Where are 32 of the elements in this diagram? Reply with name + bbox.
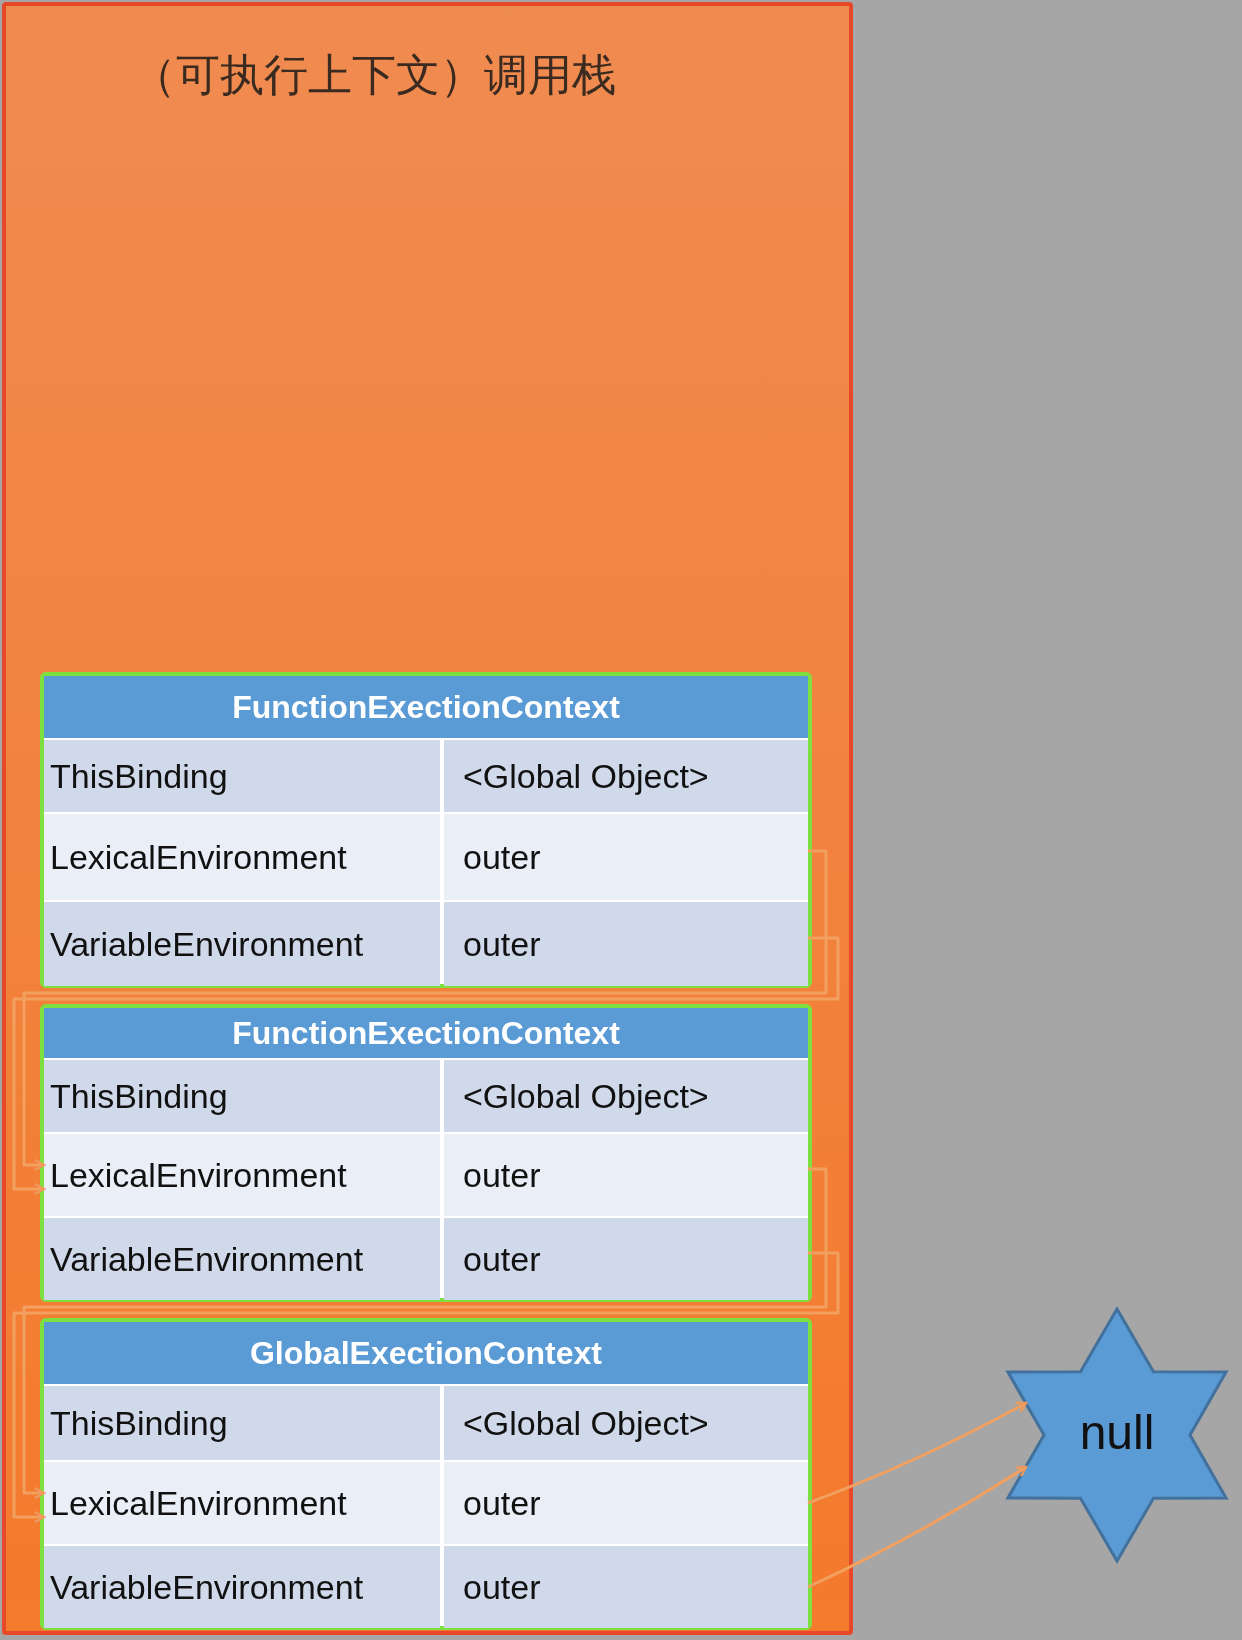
- table-cell: VariableEnvironment: [44, 902, 440, 986]
- context-table: [40, 1318, 812, 1630]
- table-cell: outer: [444, 1546, 808, 1628]
- table-cell: LexicalEnvironment: [44, 814, 440, 900]
- table-header: FunctionExectionContext: [44, 676, 808, 738]
- call-stack-panel: [2, 2, 853, 1635]
- arrow: [12, 1251, 840, 1524]
- table-cell: LexicalEnvironment: [44, 1462, 440, 1544]
- arrow: [22, 849, 828, 1172]
- context-table: [40, 1004, 812, 1302]
- context-table: [40, 672, 812, 988]
- table-cell: VariableEnvironment: [44, 1218, 440, 1300]
- arrow: [22, 1167, 828, 1500]
- table-cell: outer: [444, 814, 808, 900]
- arrow: [12, 936, 840, 1196]
- table-header: GlobalExectionContext: [44, 1322, 808, 1384]
- table-cell: outer: [444, 1462, 808, 1544]
- table-header: FunctionExectionContext: [44, 1008, 808, 1058]
- stack-title: （可执行上下文）调用栈: [132, 48, 616, 102]
- arrow: [807, 1465, 1028, 1589]
- table-cell: ThisBinding: [44, 740, 440, 812]
- table-cell: ThisBinding: [44, 1386, 440, 1460]
- table-cell: LexicalEnvironment: [44, 1134, 440, 1216]
- table-cell: <Global Object>: [444, 740, 808, 812]
- table-cell: <Global Object>: [444, 1386, 808, 1460]
- table-cell: ThisBinding: [44, 1060, 440, 1132]
- table-cell: <Global Object>: [444, 1060, 808, 1132]
- table-cell: outer: [444, 1134, 808, 1216]
- arrow: [807, 1401, 1028, 1505]
- table-cell: outer: [444, 902, 808, 986]
- table-cell: VariableEnvironment: [44, 1546, 440, 1628]
- table-cell: outer: [444, 1218, 808, 1300]
